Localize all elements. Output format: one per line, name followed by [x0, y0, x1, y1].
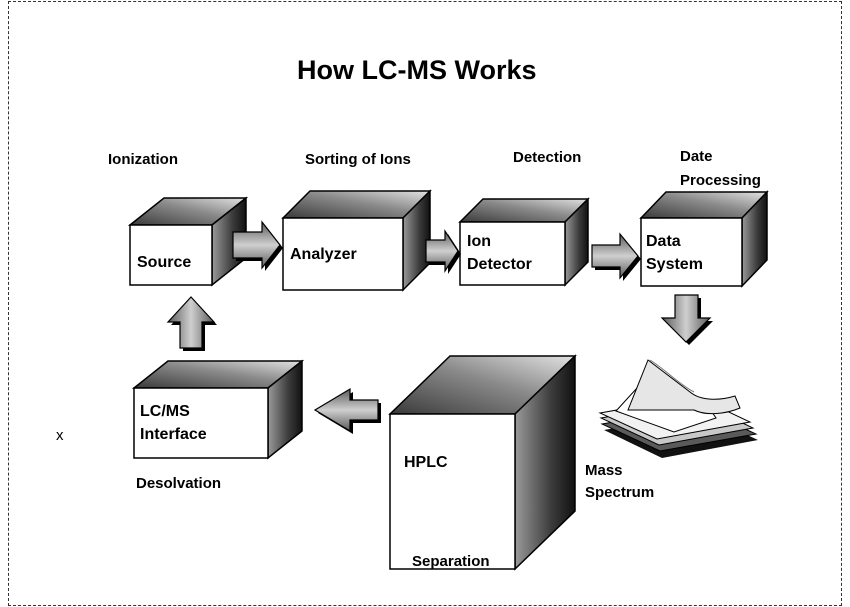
ion-detector-box	[458, 197, 590, 287]
arrow-analyzer-to-detector	[425, 228, 461, 274]
slide-border	[8, 1, 842, 606]
arrow-interface-to-source	[166, 296, 217, 351]
stray-mark: x	[56, 427, 64, 444]
hplc-box	[388, 354, 577, 571]
lcms-interface-box	[131, 359, 305, 460]
separation-label: Separation	[412, 553, 490, 570]
ionization-label: Ionization	[108, 151, 178, 168]
processing-label-line1: Date	[680, 148, 713, 165]
hplc-label: HPLC	[404, 454, 448, 471]
arrow-hplc-to-interface	[313, 387, 381, 434]
ion-detector-label-line2: Detector	[467, 256, 532, 273]
arrow-source-to-analyzer	[232, 220, 283, 271]
detection-label: Detection	[513, 149, 582, 166]
mass-spectrum-label-line2: Spectrum	[585, 484, 655, 501]
interface-label-line1: LC/MS	[140, 403, 190, 420]
sorting-label: Sorting of Ions	[305, 151, 411, 168]
interface-label-line2: Interface	[140, 426, 207, 443]
ion-detector-label-line1: Ion	[467, 233, 491, 250]
analyzer-box	[281, 189, 432, 292]
mass-spectrum-label-line1: Mass	[585, 462, 623, 479]
source-label: Source	[137, 254, 192, 271]
processing-label-line2: Processing	[680, 172, 761, 189]
data-system-box	[639, 190, 769, 288]
analyzer-label: Analyzer	[290, 246, 357, 263]
data-system-label-line2: System	[646, 256, 703, 273]
page-title: How LC-MS Works	[297, 55, 537, 85]
mass-spectrum-stack	[598, 359, 758, 458]
data-system-label-line1: Data	[646, 233, 681, 250]
arrow-data-system-to-spectrum	[660, 294, 713, 345]
arrow-detector-to-data-system	[591, 232, 641, 281]
source-box	[127, 196, 249, 287]
desolvation-label: Desolvation	[136, 475, 222, 492]
